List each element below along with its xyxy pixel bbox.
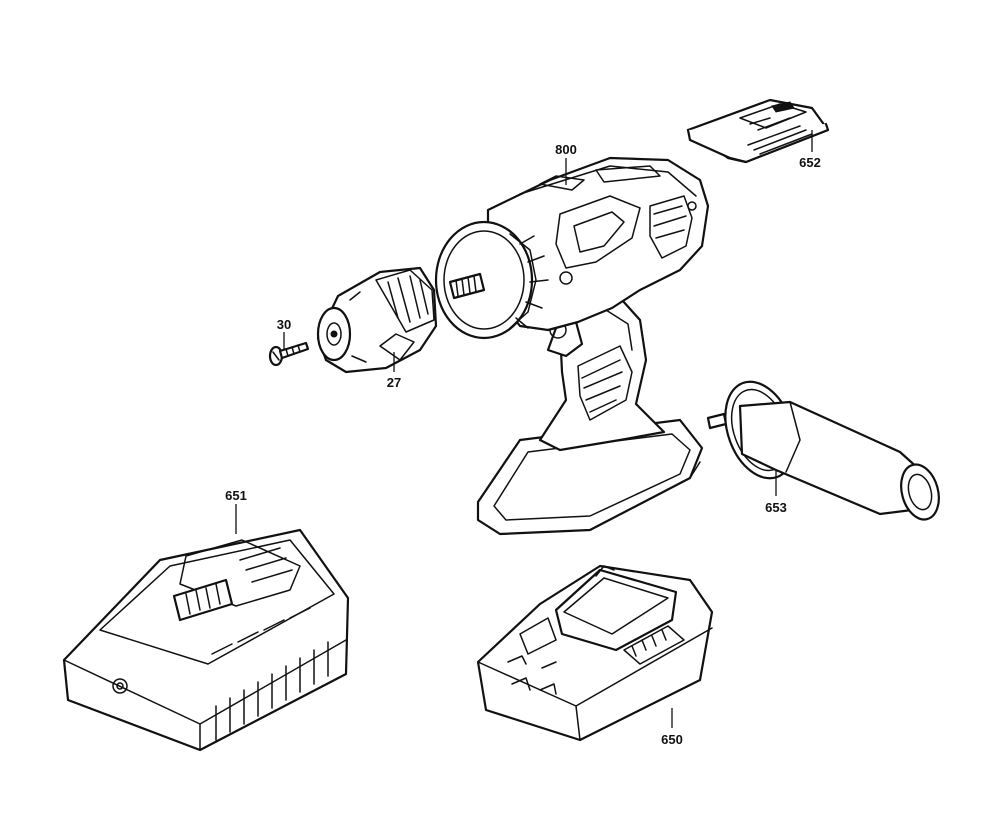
callout-30: 30	[277, 317, 291, 350]
callout-652: 652	[799, 130, 821, 170]
charger-part	[62, 528, 350, 752]
callout-label-27: 27	[387, 375, 401, 390]
callout-label-651: 651	[225, 488, 247, 503]
callout-label-30: 30	[277, 317, 291, 332]
side-handle-part	[706, 380, 940, 521]
screw-part	[268, 341, 310, 367]
callout-label-652: 652	[799, 155, 821, 170]
callout-653: 653	[765, 470, 787, 515]
chuck-part	[316, 266, 438, 374]
callout-27: 27	[387, 352, 401, 390]
callout-800: 800	[555, 142, 577, 185]
callout-label-800: 800	[555, 142, 577, 157]
belt-clip-part	[686, 98, 830, 164]
callout-650: 650	[661, 708, 683, 747]
battery-part	[476, 564, 714, 742]
callout-label-653: 653	[765, 500, 787, 515]
drill-body-part	[434, 156, 710, 536]
callout-label-650: 650	[661, 732, 683, 747]
callout-651: 651	[225, 488, 247, 534]
